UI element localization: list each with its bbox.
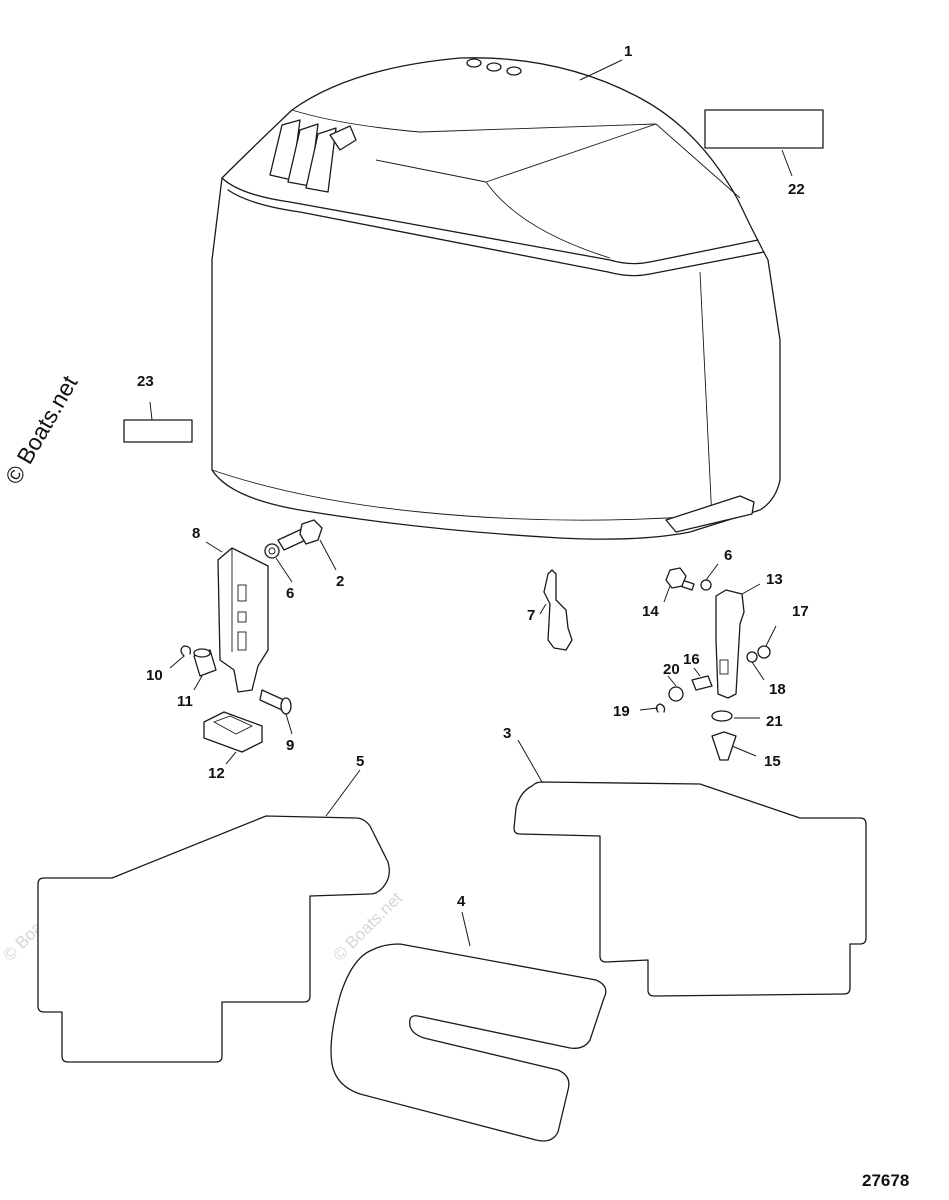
pad-4 [330, 943, 607, 1142]
callout-11: 11 [177, 693, 193, 710]
pad-3 [513, 781, 867, 997]
callout-15: 15 [764, 753, 781, 770]
callout-6-left: 6 [286, 585, 294, 602]
callout-14: 14 [642, 603, 659, 620]
callout-3: 3 [503, 725, 511, 742]
callout-18: 18 [769, 681, 786, 698]
watermark-main: © Boats.net [0, 371, 83, 489]
callout-7: 7 [527, 607, 535, 624]
callout-2: 2 [336, 573, 344, 590]
callout-4: 4 [457, 893, 466, 910]
callout-20: 20 [663, 661, 680, 678]
leader-lines [149, 59, 793, 947]
callout-10: 10 [146, 667, 163, 684]
callout-1: 1 [624, 43, 632, 60]
callout-13: 13 [766, 571, 783, 588]
right-bracket-assembly [655, 567, 771, 761]
callout-23: 23 [137, 373, 154, 390]
left-bracket-assembly [180, 519, 323, 753]
callout-16: 16 [683, 651, 700, 668]
reference-number: 27678 [862, 1171, 909, 1190]
callout-21: 21 [766, 713, 783, 730]
callout-9: 9 [286, 737, 294, 754]
callout-17: 17 [792, 603, 809, 620]
pad-5 [37, 815, 390, 1063]
callout-numbers: 1 2 3 4 5 6 6 7 8 9 10 11 12 13 14 15 16… [137, 43, 809, 910]
decal-23 [123, 419, 193, 443]
callout-5: 5 [356, 753, 364, 770]
latch-7 [543, 569, 573, 651]
callout-6-right: 6 [724, 547, 732, 564]
callout-12: 12 [208, 765, 225, 782]
callout-19: 19 [613, 703, 630, 720]
decal-22 [704, 109, 824, 149]
callout-22: 22 [788, 181, 805, 198]
engine-cowl [211, 57, 781, 540]
callout-8: 8 [192, 525, 200, 542]
